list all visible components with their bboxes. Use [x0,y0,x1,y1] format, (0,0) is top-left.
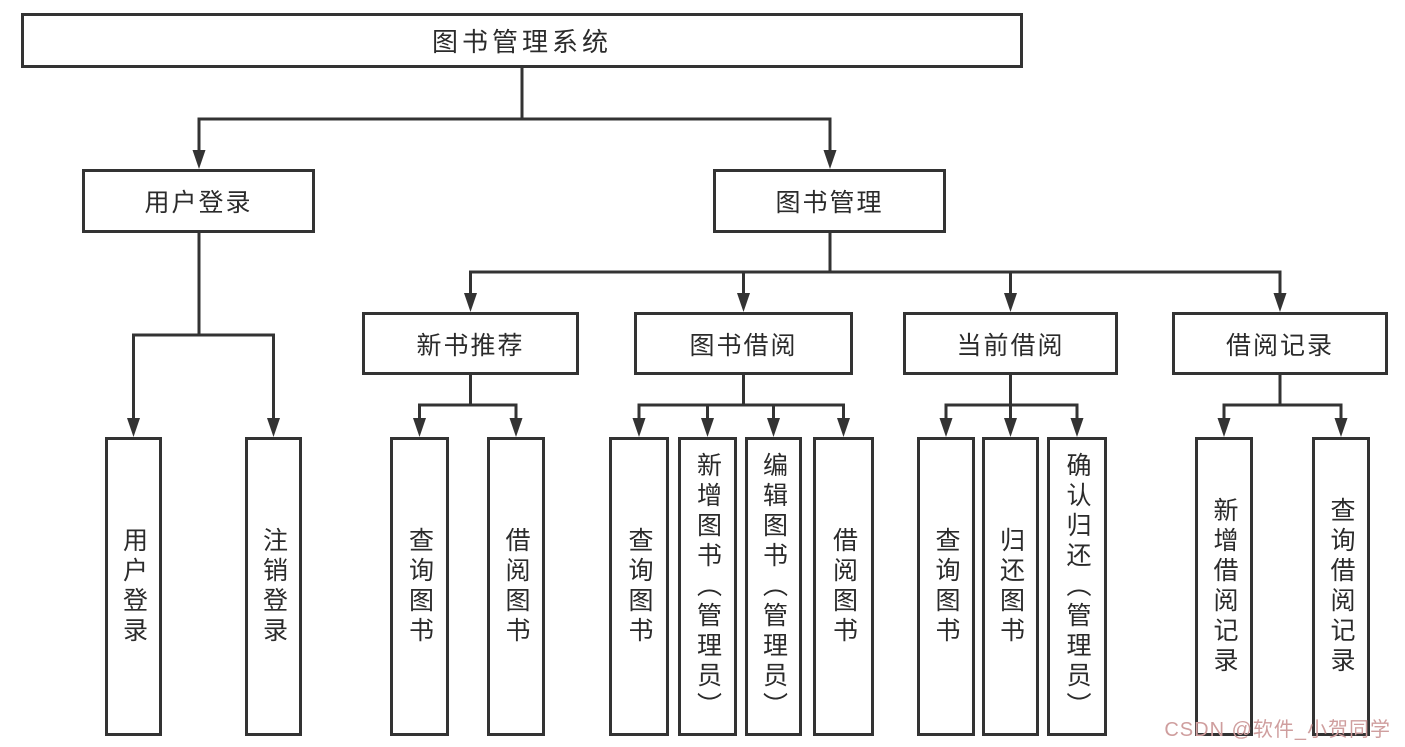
node-label: 借阅图书 [829,526,858,647]
node-book-borrowing: 图书借阅 [634,312,853,375]
leaf-user-login: 用户登录 [105,437,162,736]
arrowhead-icon [837,418,850,437]
node-label: 图书管理系统 [431,27,612,57]
node-borrowing-records: 借阅记录 [1172,312,1388,375]
arrowhead-icon [767,418,780,437]
node-label: 图书借阅 [689,331,798,360]
arrowhead-icon [939,418,953,437]
node-label: 用户登录 [144,189,253,217]
node-user-login: 用户登录 [82,169,315,233]
node-label: 注销登录 [259,526,288,647]
node-label: 借阅图书 [502,526,530,647]
node-book-management: 图书管理 [713,169,946,233]
arrowhead-icon [413,418,426,437]
node-label: 新增借阅记录 [1210,496,1238,677]
arrowhead-icon [1217,418,1231,437]
arrowhead-icon [632,418,646,437]
node-label: 编辑图书（管理员） [759,451,788,722]
node-current-borrowing: 当前借阅 [903,312,1118,375]
leaf-query-books-borrowing: 查询图书 [609,437,669,736]
node-system-root: 图书管理系统 [21,13,1023,68]
csdn-watermark: CSDN @软件_小贺同学 [1164,719,1391,741]
leaf-logout: 注销登录 [245,437,302,736]
node-label: 查询图书 [405,526,434,647]
arrowhead-icon [267,418,280,437]
leaf-confirm-return-admin: 确认归还（管理员） [1047,437,1107,736]
leaf-return-books: 归还图书 [982,437,1039,736]
leaf-borrow-books-recommend: 借阅图书 [487,437,545,736]
arrowhead-icon [509,418,523,437]
arrowhead-icon [823,150,837,169]
node-label: 借阅记录 [1225,331,1334,360]
node-label: 新书推荐 [416,331,525,360]
node-label: 确认归还（管理员） [1063,451,1091,722]
node-label: 图书管理 [775,189,884,217]
arrowhead-icon [1273,293,1287,312]
leaf-query-books-current: 查询图书 [917,437,975,736]
leaf-add-borrow-record: 新增借阅记录 [1195,437,1253,736]
node-label: 查询图书 [932,526,960,647]
leaf-query-borrow-record: 查询借阅记录 [1312,437,1370,736]
arrowhead-icon [464,293,477,312]
arrowhead-icon [701,418,714,437]
arrowhead-icon [737,293,750,312]
leaf-borrow-books: 借阅图书 [813,437,874,736]
node-label: 当前借阅 [956,331,1065,360]
arrowhead-icon [127,418,140,437]
node-label: 查询图书 [625,526,653,647]
node-label: 用户登录 [119,526,148,647]
node-label: 新增图书（管理员） [693,451,722,722]
arrowhead-icon [1004,418,1017,437]
arrowhead-icon [1070,418,1084,437]
arrowhead-icon [1334,418,1348,437]
leaf-edit-books-admin: 编辑图书（管理员） [745,437,802,736]
node-label: 归还图书 [996,526,1025,647]
leaf-add-books-admin: 新增图书（管理员） [678,437,737,736]
arrowhead-icon [192,150,206,169]
node-label: 查询借阅记录 [1327,496,1355,677]
node-new-book-recommend: 新书推荐 [362,312,579,375]
arrowhead-icon [1004,293,1017,312]
leaf-query-books-recommend: 查询图书 [390,437,449,736]
